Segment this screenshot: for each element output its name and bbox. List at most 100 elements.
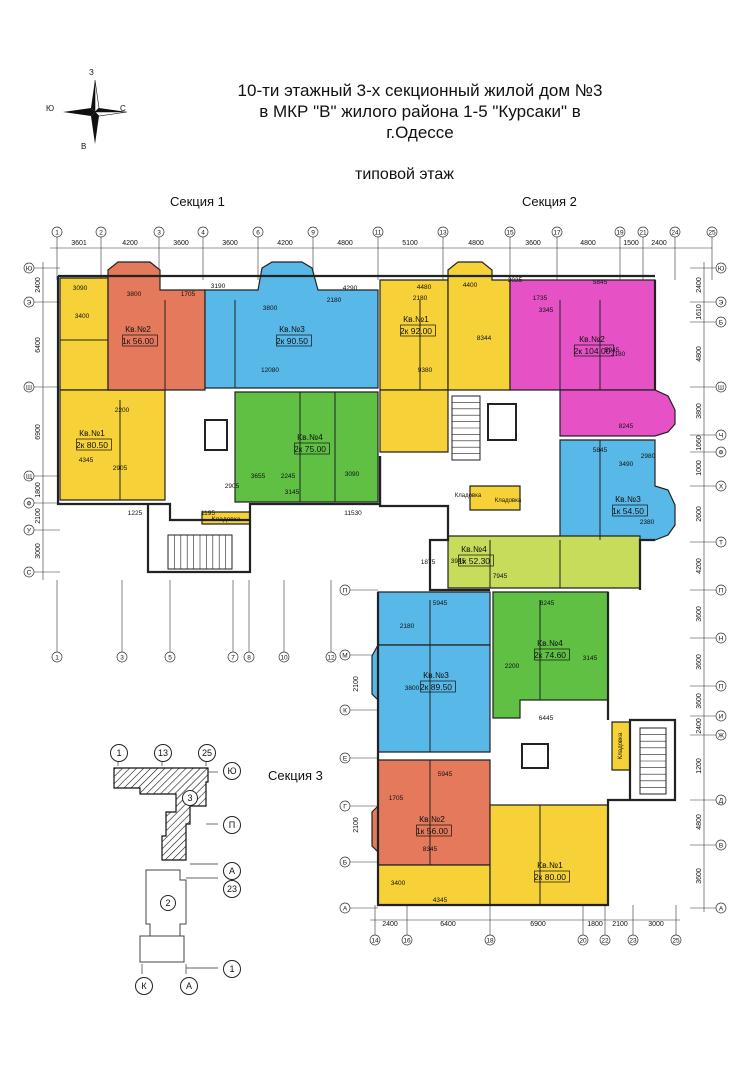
- apartment-area-box: [76, 438, 112, 451]
- axis-label-top: 2: [99, 230, 103, 237]
- apartment-label: Кв.№2: [125, 324, 151, 334]
- dim-left: 2100: [35, 508, 42, 524]
- axis-bubble: [715, 446, 727, 458]
- axis-label-top: 25: [708, 230, 716, 237]
- axis-label-bottom: 3: [120, 655, 124, 662]
- mini-axis-label: 23: [223, 880, 241, 898]
- axis-bubble: [51, 226, 63, 238]
- dim-right: 4800: [696, 814, 703, 830]
- dim-left3: 2100: [353, 817, 360, 833]
- axis-bubble: [715, 296, 727, 308]
- axis-bubble: [637, 226, 649, 238]
- room-dim: 8345: [423, 846, 438, 853]
- axis-bubble: [669, 226, 681, 238]
- room-s2-apt1: [379, 389, 449, 453]
- axis-bubble: [715, 839, 727, 851]
- axis-label-right: Э: [719, 300, 724, 307]
- apartment-area: 1к 56.00: [122, 336, 154, 346]
- room-dim: 4400: [463, 282, 478, 289]
- storage-label: Кладовка: [455, 493, 482, 499]
- apartment-label: Кв.№1: [79, 428, 105, 438]
- room-dim: 1225: [128, 510, 143, 517]
- axis-label-bottom: 22: [601, 938, 609, 945]
- apartment-area: 2к 74.60: [534, 650, 566, 660]
- apartment-label: Кв.№3: [423, 670, 449, 680]
- room-dim: 4480: [417, 284, 432, 291]
- room-dim: 3190: [211, 283, 226, 290]
- room-dim: 3800: [127, 291, 142, 298]
- mini-axis-label: П: [223, 816, 241, 834]
- axis-label-left: С: [27, 570, 32, 577]
- axis-bubble: [372, 226, 384, 238]
- axis-bubble: [116, 651, 128, 663]
- apartment-area-box: [534, 870, 570, 883]
- storage-label: Кладовка: [212, 516, 241, 523]
- axis-bubble: [715, 429, 727, 441]
- room-dim: 3035: [508, 277, 523, 284]
- wall-outline: [56, 276, 382, 522]
- axis-label-left: Ю: [26, 266, 33, 273]
- apartment-area: 2к 90.50: [276, 336, 308, 346]
- axis-bubble: [484, 934, 496, 946]
- axis-label-right: Ж: [718, 733, 724, 740]
- axis-label-bottom: 1: [55, 655, 59, 662]
- axis-label-right: Ф: [719, 450, 724, 457]
- wall-outline: [638, 538, 655, 590]
- axis-bubble: [23, 296, 35, 308]
- axis-bubble: [197, 226, 209, 238]
- axis-label-top: 11: [375, 230, 382, 237]
- room-dim: 1705: [181, 291, 196, 298]
- room-s2-apt1: [447, 261, 511, 391]
- room-dim: 2180: [413, 295, 428, 302]
- mini-axis-label: А: [180, 977, 198, 995]
- axis-label-top: 3: [157, 230, 161, 237]
- room-dim: 1195: [201, 510, 215, 517]
- room-dim: 8344: [477, 335, 492, 342]
- axis-bubble: [339, 902, 351, 914]
- room-dim: 3655: [251, 473, 266, 480]
- axis-bubble: [23, 262, 35, 274]
- room-dim: 3145: [583, 655, 598, 662]
- stairs: [167, 395, 667, 795]
- axis-label-right: А: [719, 906, 724, 913]
- apartment-area: 2к 104.00: [574, 346, 611, 356]
- room-s1-apt4: [234, 391, 379, 503]
- dim-right: 3600: [696, 868, 703, 884]
- dim-left: 6400: [35, 337, 42, 353]
- dim-left: 1800: [35, 482, 42, 498]
- axis-bubble: [325, 651, 337, 663]
- axis-label-right: Ш: [718, 385, 724, 392]
- dim-right: 3600: [696, 654, 703, 670]
- axis-bubble: [715, 632, 727, 644]
- axis-label-left3: М: [342, 653, 347, 660]
- room-dim: 2245: [281, 473, 296, 480]
- room-s2-apt3: [559, 439, 676, 541]
- axis-bubble: [278, 651, 290, 663]
- dim-top: 4200: [122, 240, 138, 247]
- axis-label-right: И: [719, 714, 724, 721]
- dim-right: 2400: [696, 718, 703, 734]
- axis-label-right: Ю: [718, 266, 725, 273]
- room-dim: 9380: [418, 367, 433, 374]
- apartment-label: Кв.№3: [279, 324, 305, 334]
- elevator-shaft: [487, 403, 517, 441]
- storage-label: Кладовка: [495, 498, 522, 504]
- mini-axis-label: 1: [110, 744, 128, 762]
- apartment-area: 2к 80.50: [76, 440, 108, 450]
- axis-label-right: Н: [719, 636, 724, 643]
- dim-bottom: 2100: [612, 921, 628, 928]
- room-s2-storage: [469, 485, 521, 511]
- axis-label-left: Щ: [26, 474, 32, 481]
- axis-label-top: 4: [201, 230, 205, 237]
- axis-label-top: 9: [311, 230, 315, 237]
- axis-bubble: [504, 226, 516, 238]
- apartment-label: Кв.№1: [403, 314, 429, 324]
- axis-label-right: Х: [719, 484, 724, 491]
- room-dim: 3800: [263, 305, 278, 312]
- room-dim: 2905: [225, 483, 240, 490]
- axis-bubble: [715, 729, 727, 741]
- apartment-area: 2к 92.00: [400, 326, 432, 336]
- axis-label-bottom: 23: [629, 938, 637, 945]
- axis-bubble: [715, 381, 727, 393]
